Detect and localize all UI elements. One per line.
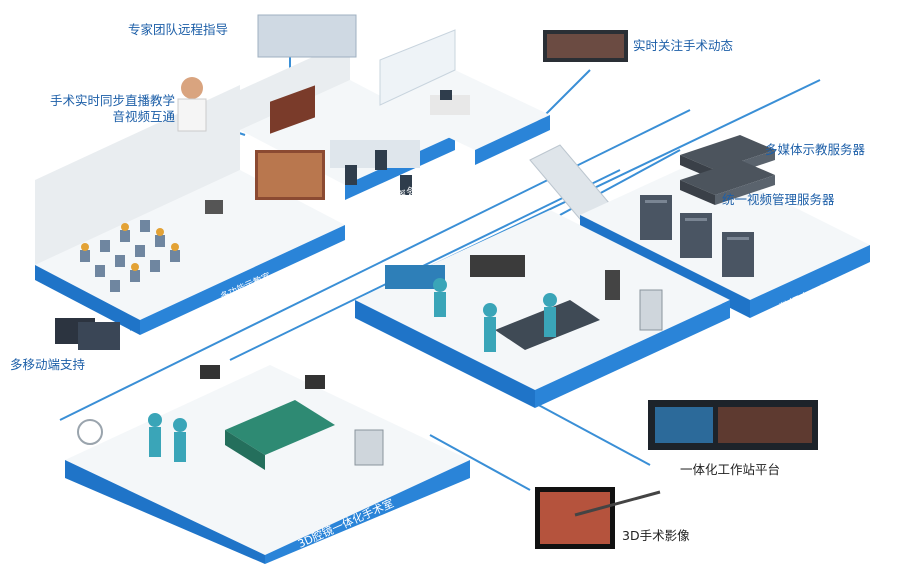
callout-realtime-attention: 实时关注手术动态: [633, 38, 734, 53]
room-multi-teaching: [35, 85, 345, 335]
callout-multi-mobile: 多移动端支持: [10, 357, 86, 372]
callout-live-teaching-1: 手术实时同步直播教学: [49, 93, 175, 108]
room-3d-or: [65, 365, 470, 564]
callout-integrated-workstation: 一体化工作站平台: [680, 462, 781, 477]
room-director-office: [379, 29, 550, 165]
room-digital-or: [355, 210, 730, 408]
callout-multimedia-server: 多媒体示教服务器: [765, 142, 866, 157]
realtime-monitor: [543, 30, 628, 62]
workstation-screen: [648, 400, 818, 450]
presenter-doctor: [177, 77, 207, 132]
callout-expert-remote: 专家团队远程指导: [128, 22, 229, 37]
callout-live-teaching-2: 音视频互通: [112, 109, 175, 124]
expert-team-photo: [257, 14, 357, 58]
surgery-3d-screen: [535, 487, 661, 549]
callout-surgery-3d-image: 3D手术影像: [622, 528, 690, 543]
server-icons: [680, 135, 775, 205]
mobile-devices: [55, 318, 120, 350]
callout-video-mgmt-server: 统一视频管理服务器: [722, 192, 835, 207]
room-remote-expert: [240, 40, 455, 200]
